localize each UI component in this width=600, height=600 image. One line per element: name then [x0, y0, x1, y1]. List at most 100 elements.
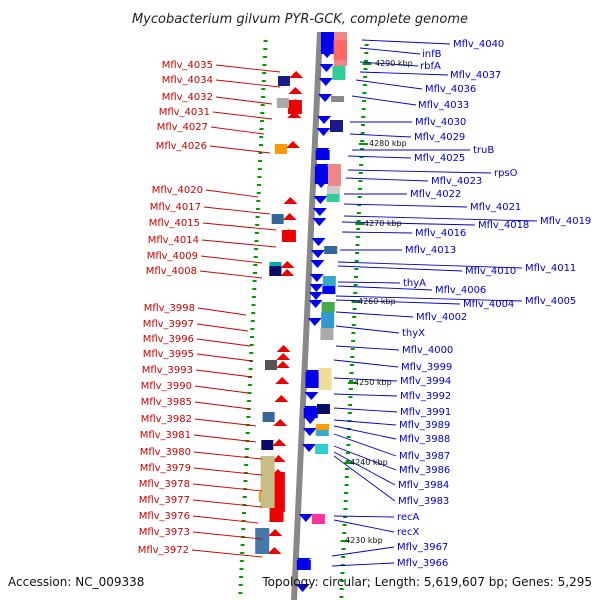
gene-label[interactable]: Mflv_3989	[399, 420, 450, 431]
gene-label[interactable]: Mflv_4004	[463, 299, 514, 310]
gene-label[interactable]: Mflv_4034	[162, 75, 213, 86]
gene-label[interactable]: Mflv_3985	[141, 397, 192, 408]
gene-label[interactable]: Mflv_4018	[478, 220, 529, 231]
gene-label[interactable]: Mflv_3987	[399, 451, 450, 462]
gene-label[interactable]: Mflv_3977	[139, 495, 190, 506]
reverse-gene-arrow	[298, 514, 313, 522]
gene-label[interactable]: Mflv_4025	[414, 153, 465, 164]
gene-label[interactable]: Mflv_4000	[402, 345, 453, 356]
gene-box	[318, 368, 332, 390]
label-connector	[337, 265, 463, 272]
gene-box	[277, 76, 290, 86]
gene-label[interactable]: truB	[473, 145, 494, 156]
gene-label[interactable]: Mflv_4017	[150, 202, 201, 213]
gene-label[interactable]: Mflv_3972	[138, 545, 189, 556]
tick-mark	[352, 316, 357, 318]
gene-label[interactable]: thyA	[403, 278, 426, 289]
gene-label[interactable]: Mflv_4010	[465, 266, 516, 277]
gene-label[interactable]: Mflv_3973	[139, 527, 190, 538]
tick-mark	[251, 312, 256, 314]
gene-box	[315, 444, 329, 454]
gene-label[interactable]: Mflv_3983	[398, 496, 449, 507]
gene-label[interactable]: Mflv_3992	[400, 391, 451, 402]
kbp-marker: 4260 kbp	[358, 297, 396, 306]
gene-label[interactable]: Mflv_3981	[140, 430, 191, 441]
tick-mark	[262, 64, 267, 66]
gene-label[interactable]: Mflv_3967	[397, 542, 448, 553]
gene-label[interactable]: Mflv_4005	[525, 296, 576, 307]
gene-label[interactable]: recA	[397, 512, 420, 523]
gene-label[interactable]: Mflv_3976	[139, 511, 190, 522]
gene-label[interactable]: Mflv_3978	[139, 479, 190, 490]
gene-label[interactable]: Mflv_4033	[418, 100, 469, 111]
gene-label[interactable]: Mflv_3966	[397, 558, 448, 569]
label-connector	[359, 47, 421, 55]
gene-label[interactable]: infB	[422, 49, 442, 60]
gene-label[interactable]: Mflv_4019	[540, 216, 591, 227]
gene-label[interactable]: Mflv_4016	[415, 228, 466, 239]
reverse-gene-arrow	[318, 94, 333, 102]
tick-mark	[249, 344, 254, 346]
gene-label[interactable]: Mflv_4009	[147, 251, 198, 262]
gene-label[interactable]: Mflv_4030	[415, 117, 466, 128]
label-connector	[341, 221, 476, 226]
gene-label[interactable]: Mflv_4008	[146, 266, 197, 277]
gene-label[interactable]: Mflv_4013	[405, 245, 456, 256]
gene-label[interactable]: Mflv_3998	[144, 303, 195, 314]
kbp-tick	[362, 63, 372, 65]
gene-label[interactable]: Mflv_4006	[435, 285, 486, 296]
tick-mark	[261, 96, 266, 98]
gene-label[interactable]: Mflv_3979	[140, 463, 191, 474]
gene-label[interactable]: rpsO	[494, 168, 518, 179]
gene-label[interactable]: Mflv_3997	[143, 319, 194, 330]
gene-label[interactable]: Mflv_3980	[140, 447, 191, 458]
gene-label[interactable]: Mflv_4014	[148, 235, 199, 246]
gene-label[interactable]: Mflv_4015	[149, 218, 200, 229]
tick-mark	[258, 144, 263, 146]
tick-mark	[342, 524, 347, 526]
gene-label[interactable]: Mflv_3990	[141, 381, 192, 392]
gene-label[interactable]: Mflv_4040	[453, 39, 504, 50]
gene-label[interactable]: Mflv_3991	[400, 407, 451, 418]
gene-label[interactable]: Mflv_4022	[410, 189, 461, 200]
label-connector	[333, 407, 398, 413]
gene-label[interactable]: Mflv_3988	[399, 434, 450, 445]
gene-label[interactable]: Mflv_3986	[399, 465, 450, 476]
gene-label[interactable]: Mflv_4021	[470, 202, 521, 213]
gene-label[interactable]: Mflv_3999	[401, 362, 452, 373]
tick-mark	[261, 88, 266, 90]
label-connector	[337, 261, 523, 269]
gene-label[interactable]: Mflv_4036	[425, 84, 476, 95]
gene-label[interactable]: Mflv_4027	[157, 122, 208, 133]
gene-box	[326, 194, 340, 202]
gene-label[interactable]: Mflv_4035	[162, 60, 213, 71]
reverse-gene-arrow	[308, 300, 323, 308]
tick-mark	[243, 480, 248, 482]
gene-label[interactable]: Mflv_3995	[143, 349, 194, 360]
gene-label[interactable]: Mflv_3982	[141, 414, 192, 425]
gene-label[interactable]: Mflv_4023	[431, 176, 482, 187]
forward-gene-arrow	[289, 71, 304, 78]
gene-label[interactable]: Mflv_4031	[159, 107, 210, 118]
gene-label[interactable]: thyX	[402, 328, 425, 339]
gene-box	[264, 360, 277, 370]
tick-mark	[241, 528, 246, 530]
gene-label[interactable]: Mflv_3993	[142, 365, 193, 376]
gene-label[interactable]: rbfA	[420, 61, 441, 72]
tick-mark	[249, 352, 254, 354]
gene-label[interactable]: Mflv_4029	[414, 132, 465, 143]
gene-label[interactable]: Mflv_3984	[398, 480, 449, 491]
gene-label[interactable]: Mflv_4002	[416, 312, 467, 323]
gene-label[interactable]: Mflv_4020	[152, 185, 203, 196]
kbp-markers: 4290 kbp 4280 kbp 4270 kbp 4260 kbp 4250…	[345, 59, 413, 545]
tick-mark	[363, 60, 368, 62]
gene-label[interactable]: Mflv_3994	[400, 376, 451, 387]
gene-label[interactable]: Mflv_4011	[525, 263, 576, 274]
gene-label[interactable]: recX	[397, 527, 420, 538]
gene-label[interactable]: Mflv_4032	[162, 92, 213, 103]
label-connector	[331, 562, 395, 567]
gene-label[interactable]: Mflv_3996	[143, 334, 194, 345]
gene-label[interactable]: Mflv_4037	[450, 70, 501, 81]
tick-mark	[240, 552, 245, 554]
gene-label[interactable]: Mflv_4026	[156, 141, 207, 152]
